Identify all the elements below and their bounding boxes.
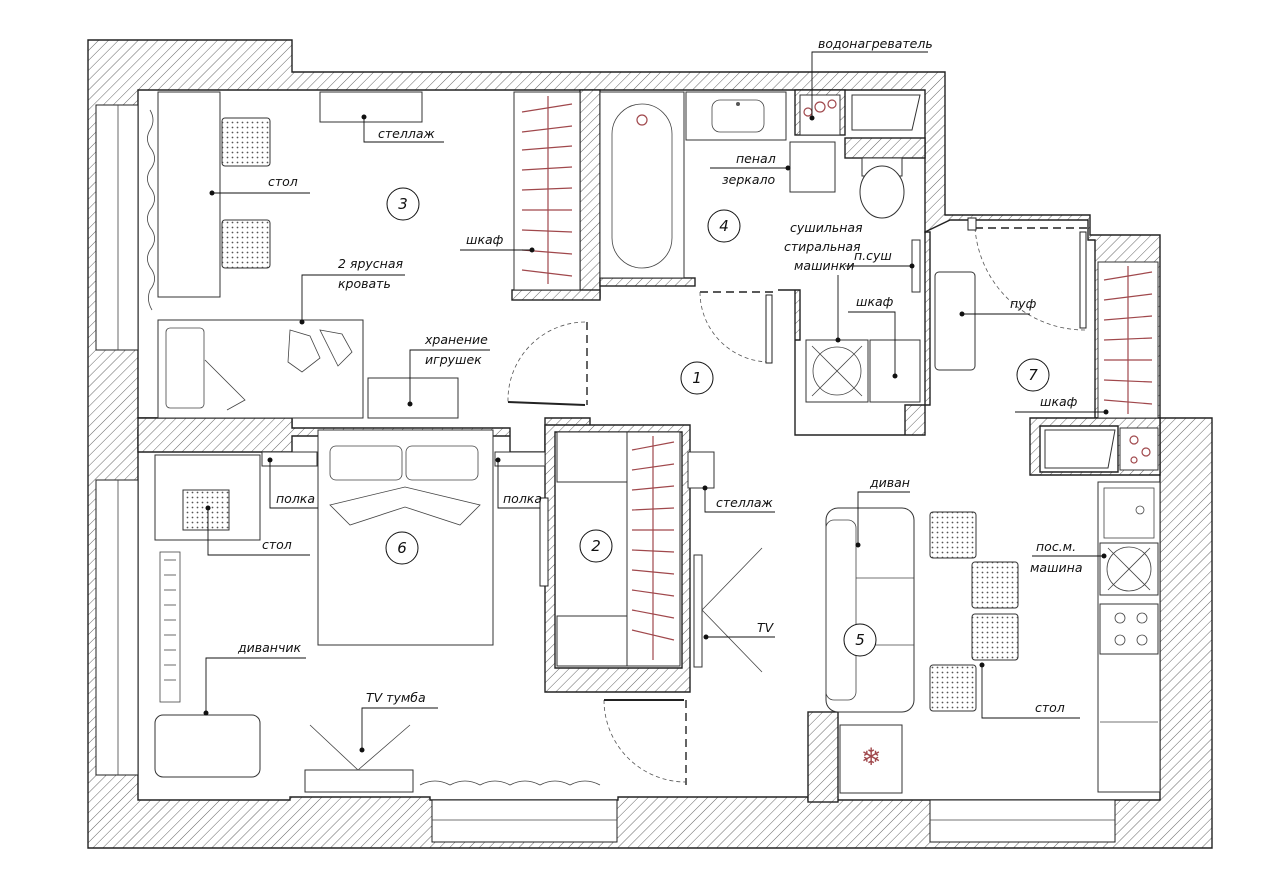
svg-text:7: 7 (1028, 366, 1038, 384)
toilet (859, 165, 905, 219)
room-number-4: 4 (707, 209, 741, 243)
chair-room6 (182, 489, 230, 531)
label-shelving-room3: стеллаж (378, 126, 435, 141)
pencil-case (789, 141, 836, 193)
room-number-3: 3 (386, 187, 420, 221)
label-shelf-right: полка (503, 491, 542, 506)
pouf (934, 271, 976, 371)
label-water-heater: водонагреватель (818, 36, 933, 51)
label-wardrobe-room3: шкаф (466, 232, 504, 247)
label-pencil-case: пенал (736, 151, 776, 166)
shelf-left (261, 451, 318, 467)
label-toy-storage-2: игрушек (425, 352, 482, 367)
shelving-room2-small (687, 451, 715, 489)
chair-room3-1 (221, 117, 271, 167)
label-desk-room3: стол (268, 174, 298, 189)
window-room6 (95, 479, 139, 776)
water-heater-tank (851, 94, 921, 131)
svg-text:2: 2 (591, 537, 601, 555)
room-7 (934, 261, 1159, 471)
shelving-room3 (319, 91, 423, 123)
room-6 (154, 429, 601, 793)
svg-text:3: 3 (398, 195, 408, 213)
room-number-6: 6 (385, 531, 419, 565)
svg-text:6: 6 (397, 539, 407, 557)
bunk-bed (157, 319, 364, 419)
toy-storage (367, 377, 459, 419)
svg-text:5: 5 (855, 631, 865, 649)
annotations: водонагреватель стеллаж стол шкаф 2 ярус… (203, 36, 1109, 753)
chair-room3-2 (221, 219, 271, 269)
radiator (159, 551, 181, 703)
shelf-right (494, 451, 546, 467)
label-bunk-bed-1: 2 ярусная (338, 256, 403, 271)
small-sofa (154, 714, 261, 778)
room-2 (556, 431, 763, 673)
label-desk-room6: стол (262, 537, 292, 552)
desk-room3 (157, 91, 221, 298)
label-wardrobe-room7: шкаф (1040, 394, 1078, 409)
label-pouf: пуф (1010, 296, 1037, 311)
label-dishwasher-1: пос.м. (1036, 539, 1076, 554)
label-dryer-1: сушильная (790, 220, 863, 235)
tv-stand (304, 769, 414, 793)
room-5: ❄ (825, 481, 1161, 794)
kitchen-sink (1103, 487, 1155, 539)
snowflake-icon: ❄ (861, 743, 881, 771)
window-room6-bottom (431, 799, 618, 843)
label-toy-storage-1: хранение (424, 332, 488, 347)
shelving-room2-top (556, 431, 628, 483)
room-number-2: 2 (579, 529, 613, 563)
window-room3 (95, 104, 139, 351)
sink-hall (1044, 429, 1116, 469)
cooktop (1099, 603, 1159, 655)
label-dishwasher-2: машина (1030, 560, 1082, 575)
label-dryer-2: стиральная (784, 239, 861, 254)
tv (693, 554, 703, 668)
label-bunk-bed-2: кровать (338, 276, 391, 291)
dining-chair-3 (971, 613, 1019, 661)
room-3 (147, 91, 581, 419)
bathtub (599, 91, 685, 279)
shelving-room2-bottom (556, 615, 628, 667)
dining-chair-2 (971, 561, 1019, 609)
label-tv: TV (757, 620, 775, 635)
label-dryer-3: машинки (794, 258, 855, 273)
label-sofa: диван (869, 475, 910, 490)
fridge (839, 724, 903, 794)
room-number-5: 5 (843, 623, 877, 657)
label-mirror: зеркало (722, 172, 775, 187)
svg-text:1: 1 (692, 369, 702, 387)
label-shelving-room2: стеллаж (716, 495, 773, 510)
window-room5 (929, 799, 1116, 843)
room-number-1: 1 (680, 361, 714, 395)
hob-small (1119, 427, 1159, 471)
room-numbers: 1 2 3 4 5 6 7 (385, 187, 1050, 657)
wardrobe-room3 (513, 91, 581, 291)
svg-text:4: 4 (719, 217, 729, 235)
doors (507, 217, 1088, 785)
label-shelf-left: полка (276, 491, 315, 506)
label-small-sofa: диванчик (237, 640, 301, 655)
label-towel-dryer: п.суш (854, 248, 892, 263)
outer-walls (87, 39, 1213, 849)
sofa (825, 507, 915, 713)
label-wardrobe-room4: шкаф (856, 294, 894, 309)
room-number-7: 7 (1016, 358, 1050, 392)
label-tv-stand: TV тумба (366, 690, 426, 705)
dining-chair-1 (929, 511, 977, 559)
dining-chair-4 (929, 664, 977, 712)
label-dining-table: стол (1035, 700, 1065, 715)
sink (685, 91, 787, 141)
